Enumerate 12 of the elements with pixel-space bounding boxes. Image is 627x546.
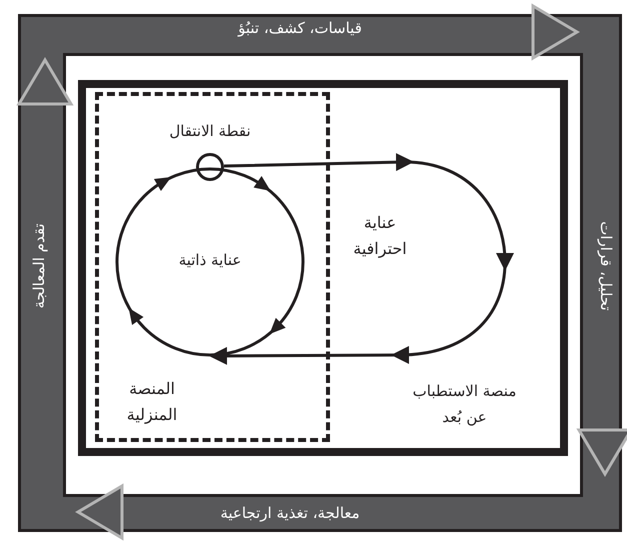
- band-label: تقدم المعالجة: [30, 223, 48, 309]
- platform-label: المنصة المنزلية: [126, 378, 178, 426]
- platform-label: منصة الاستطباب عن بُعد: [412, 381, 518, 428]
- band-label: معالجة، تغذية ارتجاعية: [220, 504, 360, 522]
- dashed-box: [95, 92, 330, 442]
- platform-box: [78, 80, 568, 456]
- band-label: قياسات، كشف، تنبُؤ: [238, 19, 362, 37]
- node-label: عناية احترافية: [335, 210, 425, 260]
- band-label: تحليل، قرارات: [597, 221, 615, 311]
- node-label: عناية ذاتية: [178, 250, 242, 271]
- point-label: نقطة الانتقال: [168, 121, 252, 142]
- arrow: [210, 153, 514, 365]
